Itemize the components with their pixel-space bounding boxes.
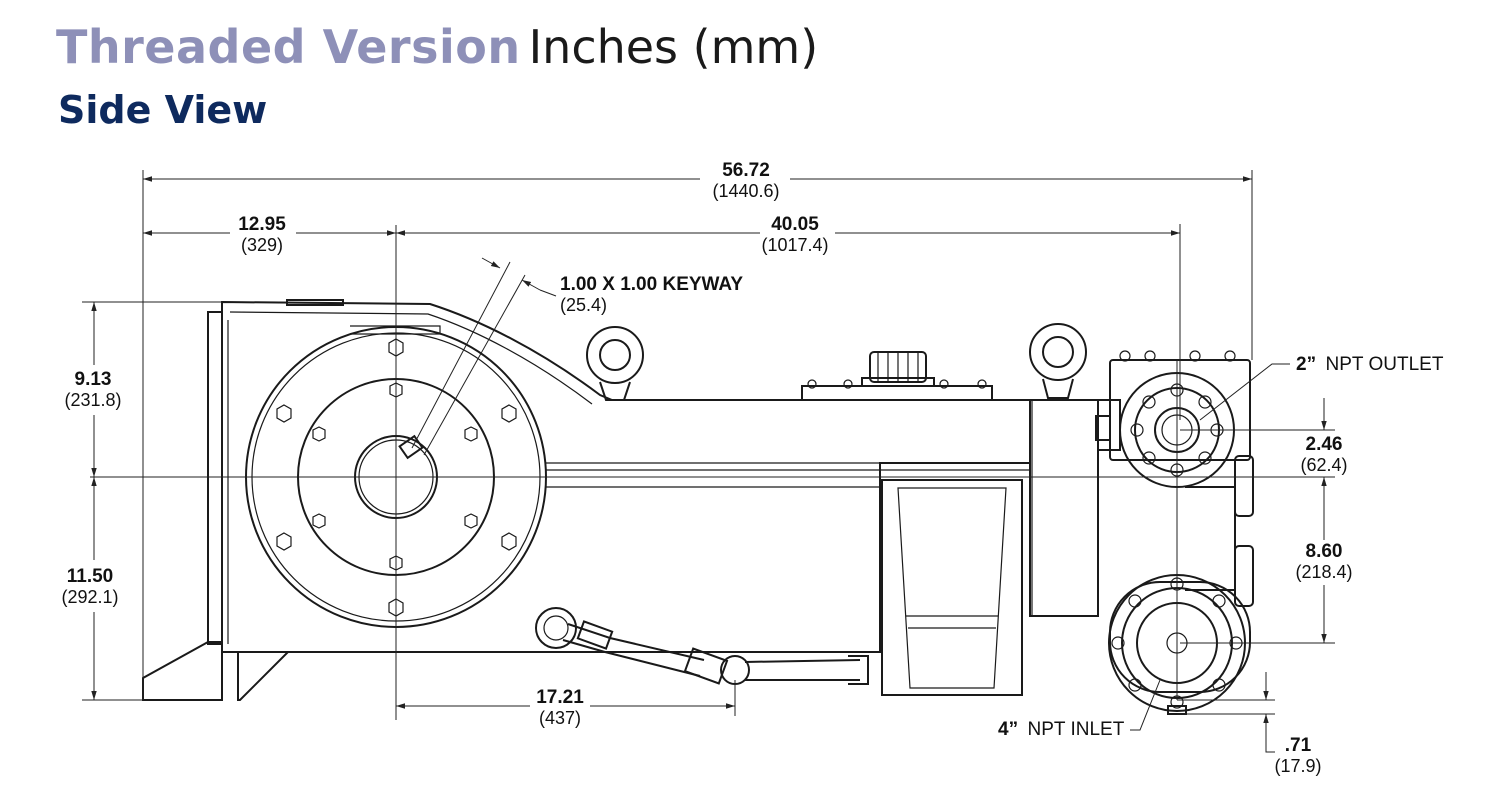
centerlines — [90, 225, 1335, 720]
dim-inlet-below-base-mm: (17.9) — [1274, 756, 1321, 776]
dimension-lines — [82, 170, 1335, 753]
dim-shaft-to-top-in: 9.13 — [75, 369, 112, 390]
outlet-callout-size: 2” — [1296, 354, 1316, 375]
dimension-labels: 56.72 (1440.6) 12.95 (329) 40.05 (1017.4… — [61, 160, 1352, 776]
dim-inlet-offset-mm: (218.4) — [1295, 562, 1352, 582]
dim-shaft-to-bottom-in: 11.50 — [67, 566, 114, 587]
keyway-callout-mm: (25.4) — [560, 295, 607, 315]
inlet-callout: 4” NPT INLET — [998, 719, 1125, 740]
dim-shaft-to-bottom-mm: (292.1) — [61, 587, 118, 607]
dim-inlet-below-base-in: .71 — [1285, 735, 1312, 756]
dim-shaft-to-top-mm: (231.8) — [64, 390, 121, 410]
dim-overall-length-mm: (1440.6) — [712, 181, 779, 201]
outlet-callout-type: NPT OUTLET — [1326, 354, 1444, 375]
page-subtitle: Side View — [58, 88, 268, 132]
outlet-callout: 2” NPT OUTLET — [1296, 354, 1444, 375]
inlet-callout-size: 4” — [998, 719, 1018, 740]
dim-front-to-shaft-mm: (329) — [241, 235, 283, 255]
dim-shaft-to-outlet-mm: (1017.4) — [761, 235, 828, 255]
title-version: Threaded Version — [56, 20, 521, 74]
callout-labels: 1.00 X 1.00 KEYWAY (25.4) 2” NPT OUTLET … — [560, 274, 1444, 740]
dim-overall-length-in: 56.72 — [722, 160, 770, 181]
lube-line — [535, 607, 869, 685]
pump-body — [142, 299, 1121, 701]
dim-inlet-spacing-in: 17.21 — [536, 687, 584, 708]
dim-inlet-spacing-mm: (437) — [539, 708, 581, 728]
dim-shaft-to-outlet-in: 40.05 — [771, 214, 819, 235]
dim-front-to-shaft-in: 12.95 — [238, 214, 286, 235]
suction-manifold — [1108, 574, 1251, 715]
dim-inlet-offset-in: 8.60 — [1306, 541, 1343, 562]
title-units: Inches (mm) — [528, 20, 819, 74]
discharge-manifold — [1109, 350, 1254, 607]
dim-outlet-offset-mm: (62.4) — [1300, 455, 1347, 475]
dim-outlet-offset-in: 2.46 — [1306, 434, 1343, 455]
keyway-callout: 1.00 X 1.00 KEYWAY — [560, 274, 743, 295]
inlet-callout-type: NPT INLET — [1028, 719, 1125, 740]
